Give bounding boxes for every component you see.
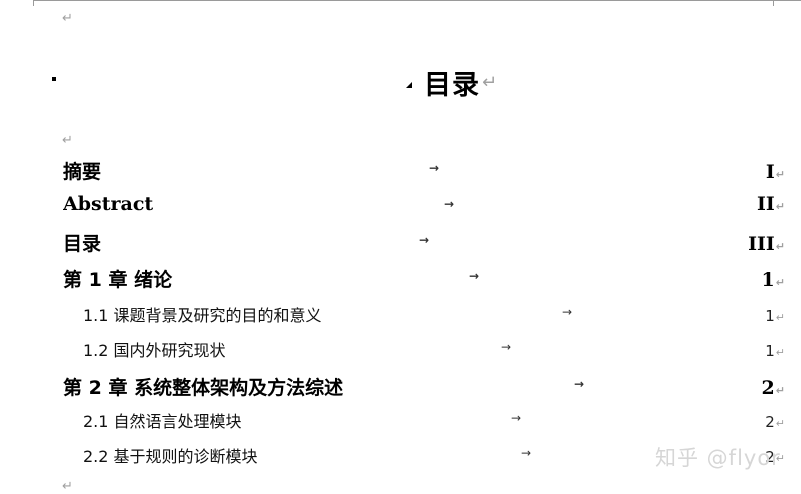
crop-mark-left: [33, 0, 34, 6]
toc-entry-label: 2.2 基于规则的诊断模块: [83, 447, 258, 465]
toc-entry-label: 1.1 课题背景及研究的目的和意义: [83, 306, 322, 324]
toc-entry-label: 1.2 国内外研究现状: [83, 341, 226, 359]
collapse-triangle-icon[interactable]: [406, 82, 412, 88]
toc-entry-label: 2.1 自然语言处理模块: [83, 412, 242, 430]
paragraph-mark: ↵: [482, 71, 498, 93]
paragraph-mark: ↵: [775, 346, 785, 359]
toc-entry-label: Abstract: [63, 193, 154, 215]
tab-arrow-icon: →: [428, 161, 441, 175]
toc-page-number: I: [765, 161, 775, 181]
toc-entry-label: 第 1 章 绪论: [63, 269, 173, 289]
paragraph-mark: ↵: [775, 200, 785, 213]
tab-arrow-icon: →: [520, 446, 533, 460]
paragraph-mark: ↵: [62, 133, 73, 148]
toc-page-number: 2: [761, 377, 775, 397]
toc-entry-label: 第 2 章 系统整体架构及方法综述: [63, 377, 344, 397]
toc-entry[interactable]: 1.1 课题背景及研究的目的和意义 1 ↵ →: [83, 302, 785, 324]
toc-entry[interactable]: 第 1 章 绪论 1 ↵ →: [63, 265, 785, 289]
paragraph-mark: ↵: [62, 479, 73, 494]
paragraph-mark: ↵: [775, 168, 785, 181]
toc-entry-label: 目录: [63, 233, 102, 253]
toc-entry[interactable]: Abstract II ↵ →: [63, 193, 785, 217]
page-top-border: [33, 0, 801, 7]
toc-page-number: 1: [765, 342, 775, 359]
watermark: 知乎 @flyor: [655, 446, 781, 470]
toc-title: 目录: [424, 69, 480, 101]
toc-entry-label: 摘要: [63, 161, 102, 181]
tab-arrow-icon: →: [500, 340, 513, 354]
tab-arrow-icon: →: [418, 233, 431, 247]
toc-page-number: 2: [765, 448, 775, 465]
tab-arrow-icon: →: [443, 197, 456, 211]
toc-page-number: 1: [761, 269, 775, 289]
toc-entry[interactable]: 第 2 章 系统整体架构及方法综述 2 ↵ →: [63, 373, 785, 397]
toc-heading[interactable]: 目录 ↵: [406, 62, 497, 102]
paragraph-mark: ↵: [775, 384, 785, 397]
paragraph-mark: ↵: [775, 311, 785, 324]
paragraph-mark: ↵: [62, 11, 73, 26]
tab-arrow-icon: →: [468, 269, 481, 283]
paragraph-mark: ↵: [775, 417, 785, 430]
toc-entry[interactable]: 1.2 国内外研究现状 1 ↵ →: [83, 337, 785, 359]
toc-page-number: III: [748, 233, 775, 253]
toc-entry[interactable]: 2.2 基于规则的诊断模块 2 ↵ →: [83, 443, 785, 465]
toc-page-number: 1: [765, 307, 775, 324]
crop-mark-right: [773, 0, 774, 6]
toc-page-number: II: [757, 193, 775, 215]
paragraph-mark: ↵: [775, 276, 785, 289]
paragraph-mark: ↵: [775, 240, 785, 253]
toc-page-number: 2: [765, 413, 775, 430]
toc-entry[interactable]: 摘要 I ↵ →: [63, 157, 785, 181]
tab-arrow-icon: →: [561, 305, 574, 319]
tab-arrow-icon: →: [573, 377, 586, 391]
paragraph-anchor-bullet: [52, 77, 56, 81]
tab-arrow-icon: →: [510, 411, 523, 425]
toc-entry[interactable]: 目录 III ↵ →: [63, 229, 785, 253]
paragraph-mark: ↵: [775, 452, 785, 465]
toc-entry[interactable]: 2.1 自然语言处理模块 2 ↵ →: [83, 408, 785, 430]
